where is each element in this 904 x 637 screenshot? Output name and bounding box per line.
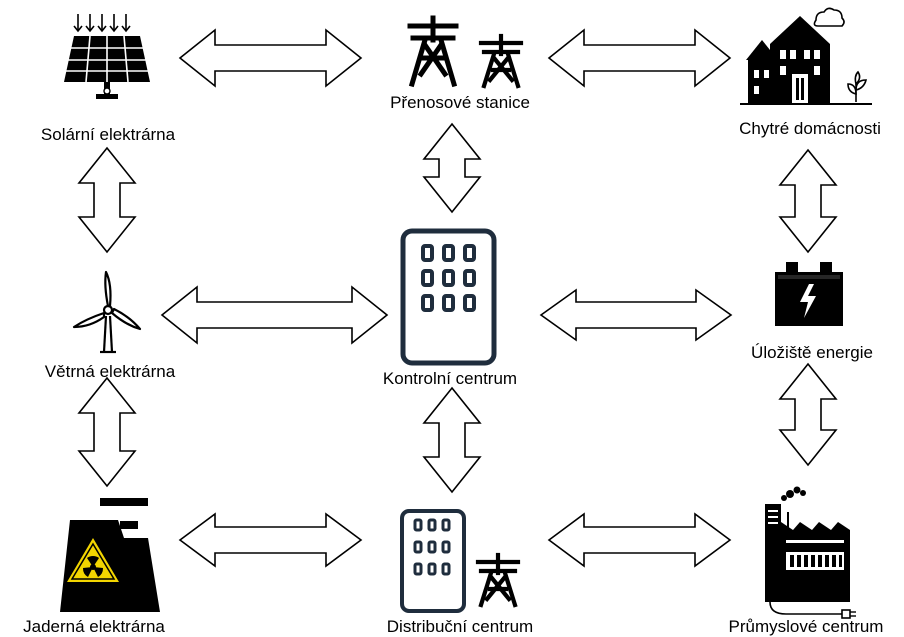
node-label-distribution: Distribuční centrum [386, 617, 534, 636]
transmission-tower-icon [407, 15, 524, 89]
smart-house-icon [740, 7, 872, 105]
arrow-nuclear-distribution [178, 512, 363, 568]
node-label-wind: Větrná elektrárna [44, 362, 176, 381]
arrow-control-storage [539, 288, 733, 342]
node-label-smart-homes: Chytré domácnosti [739, 119, 881, 138]
arrow-transmission-smarthomes [547, 28, 732, 88]
office-building-icon [400, 228, 497, 366]
arrow-solar-wind [77, 146, 137, 254]
arrow-solar-transmission [178, 28, 363, 88]
node-label-nuclear: Jaderná elektrárna [23, 617, 165, 636]
arrow-transmission-control [422, 122, 482, 214]
nuclear-plant-icon [60, 498, 160, 612]
arrow-control-distribution [422, 386, 482, 494]
arrow-wind-nuclear [77, 376, 137, 488]
distribution-building-icon [400, 509, 521, 613]
arrow-distribution-industrial [547, 512, 732, 568]
arrow-storage-industrial [778, 362, 838, 467]
node-label-industrial: Průmyslové centrum [728, 617, 884, 636]
solar-panel-icon [64, 14, 150, 99]
factory-icon [765, 486, 856, 619]
node-label-transmission: Přenosové stanice [390, 93, 530, 112]
wind-turbine-icon [72, 270, 142, 354]
arrow-wind-control [160, 285, 389, 345]
node-label-control: Kontrolní centrum [382, 369, 518, 388]
node-label-solar: Solární elektrárna [40, 125, 176, 144]
battery-icon [775, 262, 843, 326]
arrow-smarthomes-storage [778, 148, 838, 254]
node-label-storage: Úložiště energie [751, 343, 873, 362]
